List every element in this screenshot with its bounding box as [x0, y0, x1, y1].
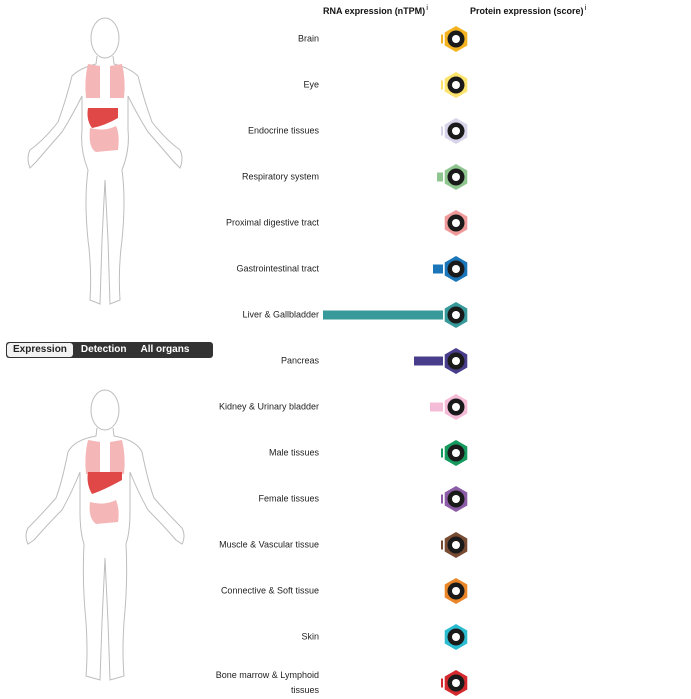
male-organ-icon[interactable] — [443, 440, 469, 466]
organ-label[interactable]: Muscle & Vascular tissue — [219, 539, 319, 550]
organ-row[interactable]: Liver & Gallbladder — [0, 295, 691, 335]
lymph-icon[interactable] — [443, 670, 469, 696]
rna-expression-bar[interactable] — [441, 448, 443, 458]
lungs-icon[interactable] — [443, 164, 469, 190]
protein-expression-header: Protein expression (score)i — [470, 5, 587, 16]
organ-label[interactable]: Pancreas — [280, 355, 319, 366]
kidney-icon[interactable] — [443, 394, 469, 420]
rna-expression-bar[interactable] — [437, 172, 443, 182]
brain-icon[interactable] — [443, 26, 469, 52]
rna-expression-bar[interactable] — [441, 678, 443, 688]
organ-row[interactable]: Brain — [0, 19, 691, 59]
organ-row[interactable]: Connective & Soft tissue — [0, 571, 691, 611]
pancreas-icon[interactable] — [443, 348, 469, 374]
rna-expression-bar[interactable] — [433, 264, 443, 274]
liver-icon[interactable] — [443, 302, 469, 328]
organ-label[interactable]: Skin — [301, 631, 319, 642]
organ-row[interactable]: Pancreas — [0, 341, 691, 381]
adipose-icon[interactable] — [443, 578, 469, 604]
organ-label[interactable]: Kidney & Urinary bladder — [218, 401, 319, 412]
uterus-icon[interactable] — [443, 486, 469, 512]
toggle-all-organs[interactable]: All organs — [140, 344, 190, 355]
toggle-expression[interactable]: Expression — [7, 343, 73, 357]
thyroid-icon[interactable] — [443, 118, 469, 144]
info-icon[interactable]: i — [426, 5, 429, 12]
organ-label[interactable]: Eye — [303, 79, 319, 90]
organ-row[interactable]: Kidney & Urinary bladder — [0, 387, 691, 427]
organ-row[interactable]: Female tissues — [0, 479, 691, 519]
rna-expression-bar[interactable] — [441, 126, 443, 136]
organ-label[interactable]: Proximal digestive tract — [225, 217, 319, 228]
head-throat-icon[interactable] — [443, 210, 469, 236]
female-body-illustration — [0, 0, 210, 320]
stomach-icon[interactable] — [443, 256, 469, 282]
organ-label[interactable]: Endocrine tissues — [247, 125, 319, 136]
rna-expression-bar[interactable] — [414, 356, 443, 366]
skin-icon[interactable] — [443, 624, 469, 650]
rna-expression-bar[interactable] — [441, 540, 443, 550]
organ-row[interactable]: Muscle & Vascular tissue — [0, 525, 691, 565]
organ-label[interactable]: Liver & Gallbladder — [242, 309, 319, 320]
eye-icon[interactable] — [443, 72, 469, 98]
organ-label[interactable]: Respiratory system — [241, 171, 319, 182]
organ-row[interactable]: Endocrine tissues — [0, 111, 691, 151]
rna-expression-header: RNA expression (nTPM)i — [323, 5, 429, 16]
organ-label[interactable]: Gastrointestinal tract — [236, 263, 319, 274]
organ-row[interactable]: Gastrointestinal tract — [0, 249, 691, 289]
organ-row[interactable]: Male tissues — [0, 433, 691, 473]
heart-icon[interactable] — [443, 532, 469, 558]
organ-row[interactable]: Eye — [0, 65, 691, 105]
organ-label[interactable]: Bone marrow & Lymphoid tissues — [215, 670, 319, 695]
rna-expression-bar[interactable] — [441, 494, 443, 504]
organs-highlight — [85, 440, 125, 524]
organ-row[interactable]: Proximal digestive tract — [0, 203, 691, 243]
rna-expression-bar[interactable] — [430, 402, 443, 412]
organ-row[interactable]: Bone marrow & Lymphoid tissues — [0, 663, 691, 699]
organ-label[interactable]: Connective & Soft tissue — [220, 585, 319, 596]
organ-label[interactable]: Male tissues — [268, 447, 319, 458]
rna-expression-bar[interactable] — [441, 80, 443, 90]
male-body-illustration — [0, 372, 210, 699]
organ-label[interactable]: Female tissues — [258, 493, 319, 504]
organ-label[interactable]: Brain — [297, 33, 319, 44]
rna-expression-bar[interactable] — [323, 310, 443, 320]
organ-row[interactable]: Respiratory system — [0, 157, 691, 197]
view-toggle: Expression Detection All organs — [6, 342, 213, 358]
organs-highlight — [85, 64, 125, 152]
info-icon[interactable]: i — [584, 5, 587, 12]
toggle-detection[interactable]: Detection — [80, 344, 127, 355]
rna-expression-bar[interactable] — [441, 34, 443, 44]
organ-row[interactable]: Skin — [0, 617, 691, 657]
